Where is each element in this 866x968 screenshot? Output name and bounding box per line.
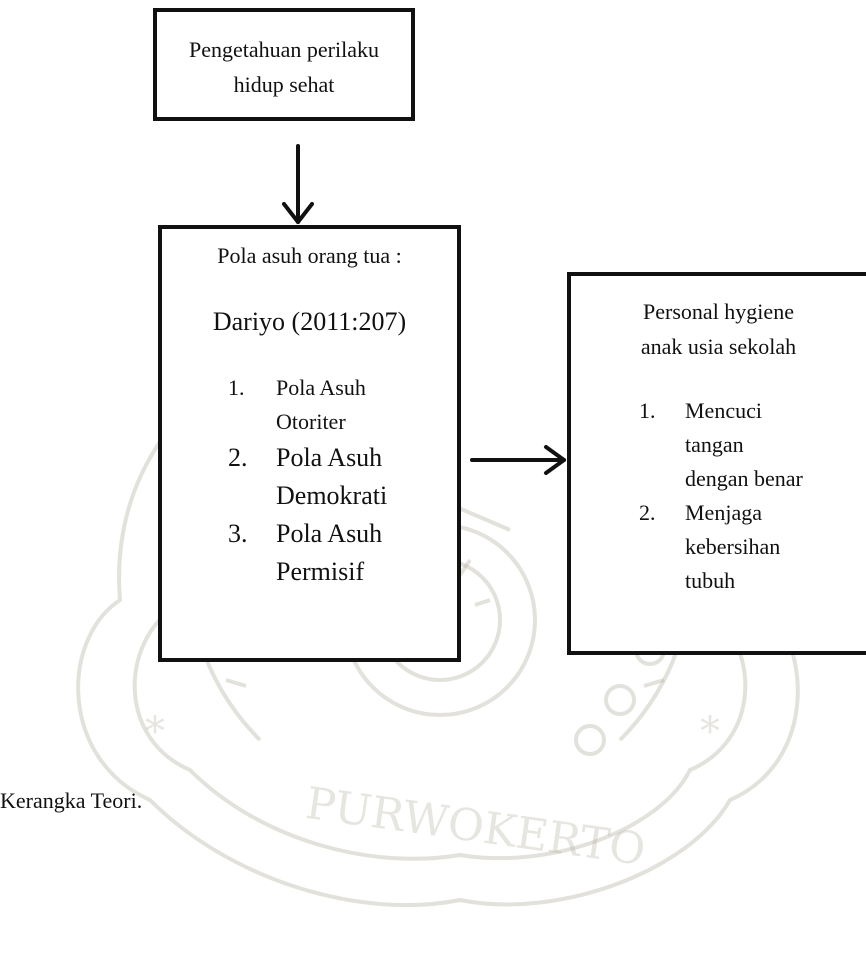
personal-hygiene-box: Personal hygiene anak usia sekolah 1. Me… (567, 272, 866, 655)
list-item: 1. Pola Asuh Otoriter (228, 371, 458, 439)
list-text-line-3: dengan benar (685, 466, 803, 491)
parenting-heading: Pola asuh orang tua : (217, 243, 402, 268)
list-text-line-1: Pola Asuh (276, 519, 383, 548)
list-text-line-2: Demokrati (276, 481, 388, 510)
list-item: 3. Pola Asuh Permisif (228, 515, 458, 591)
hygiene-list: 1. Mencuci tangan dengan benar 2. Menjag… (639, 394, 865, 598)
list-text: Pola Asuh Permisif (276, 515, 406, 591)
svg-text:PURWOKERTO: PURWOKERTO (303, 778, 649, 876)
list-text-line-1: Pola Asuh (276, 375, 366, 400)
list-number: 3. (228, 519, 248, 548)
list-text: Pola Asuh Demokrati (276, 439, 406, 515)
knowledge-line-1: Pengetahuan perilaku (189, 37, 379, 62)
list-text-line-2: tangan (685, 432, 744, 457)
list-text-line-2: Permisif (276, 557, 365, 586)
list-text: Mencuci tangan dengan benar (685, 394, 855, 496)
list-number: 2. (639, 500, 656, 525)
parenting-citation: Dariyo (2011:207) (212, 307, 407, 336)
list-text-line-1: Menjaga (685, 500, 762, 525)
parenting-style-list: 1. Pola Asuh Otoriter 2. Pola Asuh Demok… (228, 371, 458, 591)
list-text-line-3: tubuh (685, 568, 736, 593)
list-text-line-2: kebersihan (685, 534, 781, 559)
hygiene-heading-line-2: anak usia sekolah (640, 334, 797, 359)
figure-caption: Kerangka Teori. (0, 788, 143, 813)
list-text-line-1: Pola Asuh (276, 443, 383, 472)
knowledge-line-2: hidup sehat (233, 72, 335, 97)
list-text-line-2: Otoriter (276, 409, 346, 434)
list-number: 1. (639, 398, 656, 423)
list-text: Menjaga kebersihan tubuh (685, 496, 855, 598)
list-text: Pola Asuh Otoriter (276, 371, 406, 439)
list-item: 1. Mencuci tangan dengan benar (639, 394, 865, 496)
knowledge-box: Pengetahuan perilaku hidup sehat (153, 8, 415, 121)
list-text-line-1: Mencuci (685, 398, 762, 423)
knowledge-label: Pengetahuan perilaku hidup sehat (157, 32, 411, 102)
list-item: 2. Pola Asuh Demokrati (228, 439, 458, 515)
list-item: 2. Menjaga kebersihan tubuh (639, 496, 865, 598)
parenting-style-box: Pola asuh orang tua : Dariyo (2011:207) … (158, 225, 461, 662)
svg-text:*: * (145, 709, 165, 755)
list-number: 2. (228, 443, 248, 472)
svg-text:*: * (700, 709, 720, 755)
hygiene-heading: Personal hygiene anak usia sekolah (571, 294, 866, 364)
list-number: 1. (228, 375, 245, 400)
hygiene-heading-line-1: Personal hygiene (643, 299, 794, 324)
